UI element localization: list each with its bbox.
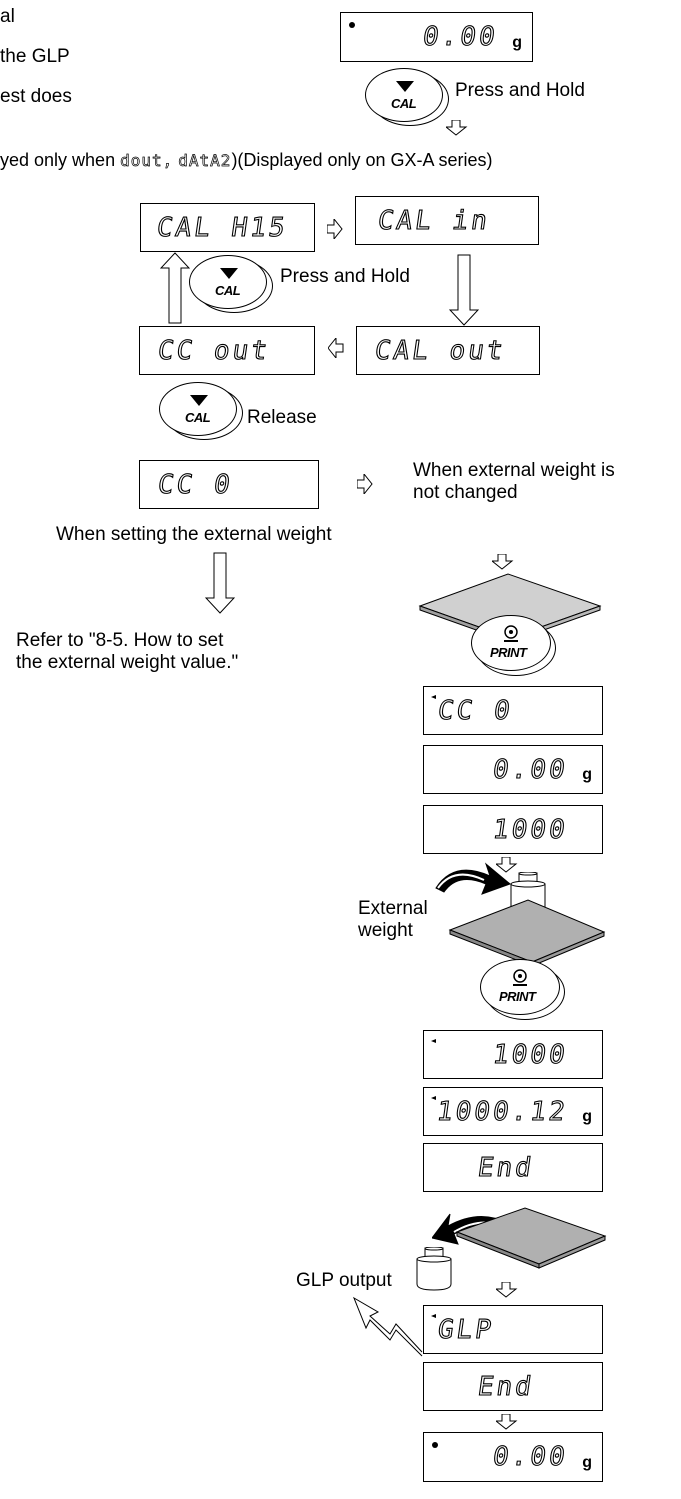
glp-output-label: GLP output — [296, 1270, 392, 1291]
final-zero-display: 0.00 g — [423, 1432, 603, 1482]
setting-external-label: When setting the external weight — [56, 524, 332, 545]
not-changed-label: When external weight is not changed — [413, 460, 615, 503]
display-value: 0.00 — [421, 21, 501, 52]
arrow-left-icon — [328, 338, 344, 358]
arrow-down-icon — [496, 1282, 518, 1298]
display-value: 1000 — [491, 814, 571, 845]
intro-line-2: the GLP — [0, 46, 70, 67]
display-value: CAL out — [372, 335, 508, 366]
arrow-right-icon — [327, 219, 343, 239]
weight-icon — [416, 1247, 452, 1291]
press-and-hold-label-2: Press and Hold — [280, 266, 410, 287]
arrow-right-icon — [357, 474, 373, 494]
unit-label: g — [582, 1454, 592, 1471]
output-signal-icon — [352, 1296, 423, 1357]
cc-0-display-2: CC 0 — [423, 686, 603, 735]
arrow-up-icon — [160, 252, 190, 324]
unit-label: g — [582, 766, 592, 783]
top-zero-display: 0.00 g — [340, 12, 533, 62]
zero-display: 0.00 g — [423, 745, 603, 794]
arrow-down-icon — [496, 857, 518, 873]
arrow-down-icon — [449, 254, 479, 326]
end-display: End — [423, 1143, 603, 1192]
weight-1000-display: 1000 — [423, 805, 603, 854]
cal-button[interactable]: CAL — [159, 382, 237, 436]
cc-0-display: CC 0 — [139, 460, 319, 509]
refer-label: Refer to "8-5. How to set the external w… — [16, 630, 239, 673]
display-value: End — [475, 1152, 537, 1183]
external-weight-label: External weight — [358, 898, 428, 941]
print-button-label: PRINT — [490, 645, 527, 660]
displayed-only-note: yed only when dout, dAtA2)(Displayed onl… — [0, 150, 493, 171]
weighing-pan-icon — [455, 1207, 607, 1269]
display-value: 1000.12 — [435, 1096, 571, 1127]
weight-1000-display-2: 1000 — [423, 1030, 603, 1079]
dout-code: dout, — [120, 151, 174, 170]
note-prefix: yed only when — [0, 150, 121, 170]
data2-code: dAtA2 — [178, 151, 232, 170]
print-icon — [513, 969, 527, 986]
press-and-hold-label-1: Press and Hold — [455, 80, 585, 101]
cal-button[interactable]: CAL — [189, 255, 267, 309]
cal-in-display: CAL in — [355, 196, 539, 245]
cal-button-label: CAL — [391, 96, 417, 111]
print-icon — [504, 625, 518, 642]
arrow-down-icon — [496, 1414, 518, 1430]
glp-display: GLP — [423, 1305, 603, 1354]
cal-button-label: CAL — [215, 283, 241, 298]
cal-button-label: CAL — [185, 410, 211, 425]
stable-indicator-icon — [432, 1442, 438, 1448]
display-value: 1000 — [491, 1039, 571, 1070]
cal-button[interactable]: CAL — [365, 68, 443, 122]
intro-line-1: al — [0, 6, 15, 27]
indicator-triangle-icon — [431, 1096, 436, 1100]
display-value: 0.00 — [491, 1441, 571, 1472]
weight-1000-12-display: 1000.12 g — [423, 1087, 603, 1136]
curved-arrow-icon — [435, 862, 511, 895]
display-value: End — [475, 1371, 537, 1402]
indicator-triangle-icon — [431, 1039, 436, 1043]
triangle-down-icon — [220, 268, 238, 279]
display-value: GLP — [435, 1314, 497, 1345]
display-value: CC 0 — [435, 695, 515, 726]
triangle-down-icon — [190, 395, 208, 406]
arrow-down-icon — [492, 554, 514, 570]
arrow-down-icon — [446, 120, 468, 136]
display-value: CAL H15 — [154, 212, 290, 243]
indicator-triangle-icon — [431, 695, 436, 699]
display-value: 0.00 — [491, 754, 571, 785]
unit-label: g — [512, 34, 522, 51]
cal-his-display: CAL H15 — [140, 203, 315, 252]
release-label: Release — [247, 407, 317, 428]
indicator-triangle-icon — [431, 1314, 436, 1318]
stable-indicator-icon — [349, 22, 355, 28]
arrow-down-icon — [205, 552, 235, 614]
cal-out-display: CAL out — [356, 326, 540, 375]
weighing-pan-icon — [448, 899, 606, 966]
display-value: CC out — [155, 335, 273, 366]
triangle-down-icon — [396, 81, 414, 92]
print-button-label: PRINT — [499, 989, 536, 1004]
print-button[interactable]: PRINT — [480, 959, 560, 1015]
unit-label: g — [582, 1108, 592, 1125]
note-suffix: )(Displayed only on GX-A series) — [231, 150, 493, 170]
intro-line-3: est does — [0, 86, 72, 107]
display-value: CC 0 — [155, 469, 235, 500]
end-display-2: End — [423, 1362, 603, 1411]
display-value: CAL in — [375, 205, 493, 236]
print-button[interactable]: PRINT — [471, 615, 551, 671]
cc-out-display: CC out — [139, 326, 315, 375]
